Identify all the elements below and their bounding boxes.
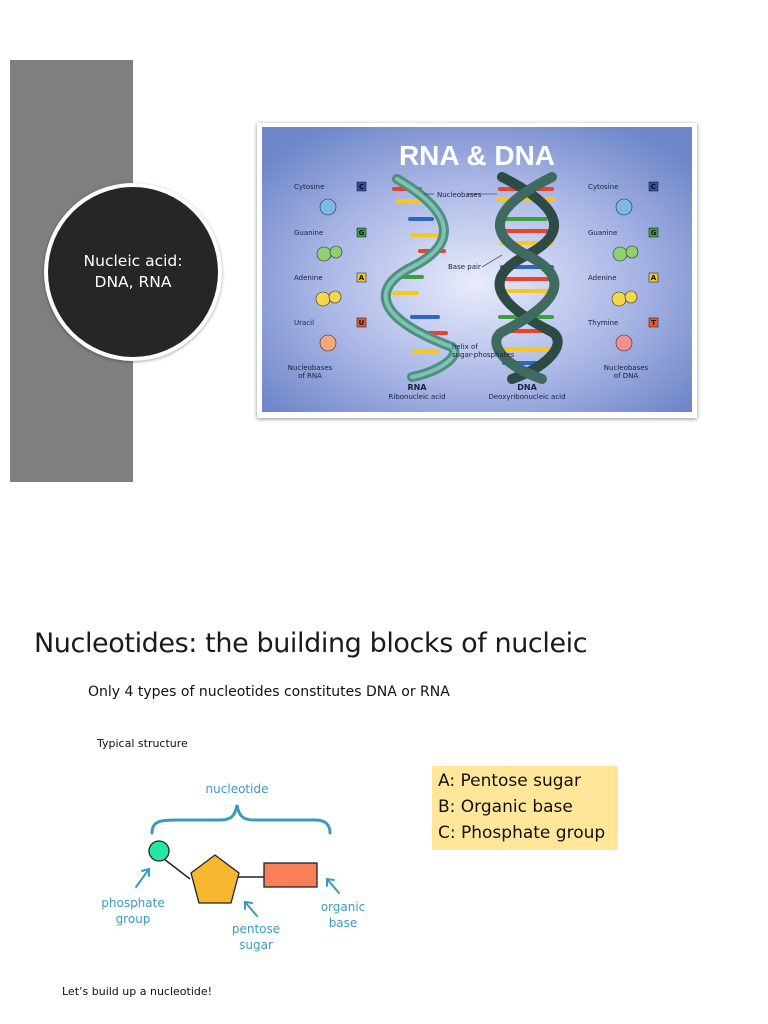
right-letter-2: G (651, 229, 657, 237)
right-caption-2: of DNA (614, 372, 639, 380)
title-circle-inner: Nucleic acid: DNA, RNA (48, 187, 218, 357)
nucleotide-brace (150, 804, 332, 835)
right-molecule-icons (611, 198, 639, 352)
rna-helix (380, 174, 460, 382)
pointer-arrows (135, 867, 340, 917)
poster-title: RNA & DNA (399, 140, 555, 171)
organic-label-1: organic (321, 900, 366, 914)
slide-subtitle: Only 4 types of nucleotides constitutes … (88, 684, 450, 700)
right-base-1: Cytosine (588, 183, 618, 191)
left-base-1: Cytosine (294, 183, 324, 191)
organic-label-2: base (329, 916, 358, 930)
pentose-sugar-shape (190, 854, 240, 904)
answer-a: A: Pentose sugar (438, 771, 581, 791)
typical-structure-label: Typical structure (97, 737, 188, 750)
label-base-pair: Base pair (448, 263, 481, 271)
poster-background (262, 127, 692, 412)
circle-title-line2: DNA, RNA (94, 273, 172, 291)
title-circle: Nucleic acid: DNA, RNA (44, 183, 222, 361)
left-caption-2: of RNA (298, 372, 322, 380)
label-helix-1: helix of (452, 343, 478, 351)
right-letter-3: A (651, 274, 657, 282)
build-prompt: Let’s build up a nucleotide! (62, 985, 213, 998)
label-helix-2: sugar-phosphates (452, 351, 515, 359)
nucleotide-label: nucleotide (206, 782, 269, 796)
answer-c: C: Phosphate group (438, 823, 606, 843)
left-molecule-icons (315, 198, 343, 352)
nucleotide-diagram: nucleotide phosphate group pentose sugar… (101, 782, 366, 952)
rna-full: Ribonucleic acid (388, 393, 445, 401)
right-letter-badges (648, 181, 659, 328)
left-letter-3: A (359, 274, 365, 282)
left-letter-badges (356, 181, 367, 328)
rna-dna-illustration: RNA & DNA Cytosine Guanine Adenine Uraci… (262, 127, 692, 412)
right-letter-4: T (651, 319, 656, 327)
right-base-2: Guanine (588, 229, 617, 237)
phosphate-label-1: phosphate (101, 896, 164, 910)
rna-dna-poster: RNA & DNA Cytosine Guanine Adenine Uraci… (257, 123, 697, 418)
phosphate-label-2: group (116, 912, 151, 926)
left-letter-1: C (359, 183, 364, 191)
right-letter-1: C (651, 183, 656, 191)
answer-box: A: Pentose sugar B: Organic base C: Phos… (432, 766, 618, 850)
left-letter-4: U (359, 319, 365, 327)
left-base-4: Uracil (294, 319, 314, 327)
slide-title: Nucleotides: the building blocks of nucl… (34, 628, 588, 659)
rna-label: RNA (407, 383, 427, 392)
left-letter-2: G (359, 229, 365, 237)
dna-helix (491, 172, 563, 384)
circle-title-line1: Nucleic acid: (83, 252, 183, 270)
dna-full: Deoxyribonucleic acid (488, 393, 565, 401)
left-base-3: Adenine (294, 274, 323, 282)
pentose-label-2: sugar (239, 938, 273, 952)
label-nucleobases: Nucleobases (437, 191, 482, 199)
pentose-label-1: pentose (232, 922, 280, 936)
left-caption-1: Nucleobases (288, 364, 333, 372)
answer-b: B: Organic base (438, 797, 573, 817)
right-caption-1: Nucleobases (604, 364, 649, 372)
left-base-2: Guanine (294, 229, 323, 237)
phosphate-bond (163, 858, 191, 880)
organic-base-shape (263, 862, 318, 888)
phosphate-group-shape (148, 840, 170, 862)
right-base-4: Thymine (587, 319, 618, 327)
right-base-3: Adenine (588, 274, 617, 282)
dna-label: DNA (517, 383, 537, 392)
